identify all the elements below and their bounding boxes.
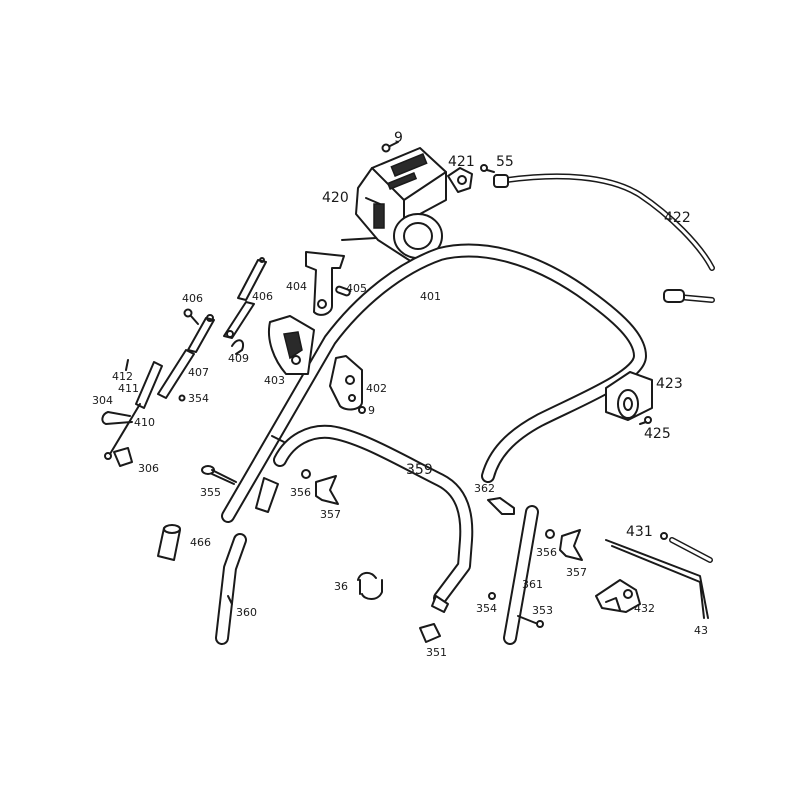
clip-421 [447,167,473,193]
label-431: 431 [626,524,653,540]
label-304: 304 [92,394,113,407]
label-360: 360 [236,606,257,619]
bracket-403 [268,315,315,375]
rod-410 [104,403,141,460]
label-422: 422 [664,210,691,226]
screw-9-mid [358,406,366,414]
bracket-432 [595,579,641,613]
label-405: 405 [346,282,367,295]
label-362: 362 [474,482,495,495]
label-43-partial: 43 [694,624,708,637]
label-406-b: 406 [252,290,273,303]
tube-361 [503,505,539,645]
tube-360 [215,533,247,645]
label-356-b: 356 [536,546,557,559]
label-432: 432 [634,602,655,615]
label-420: 420 [322,190,349,206]
label-357-a: 357 [320,508,341,521]
rod-431 [605,532,713,619]
label-353: 353 [532,604,553,617]
label-355: 355 [200,486,221,499]
screw-9-top [381,141,399,153]
washer-356-right [545,529,555,539]
sleeve-466 [157,524,181,561]
label-401: 401 [420,290,441,303]
control-box-420 [341,147,447,263]
upper-handle-401 [221,243,647,523]
lever-404 [305,251,345,316]
washer-55 [480,164,495,173]
knob-357-right [559,529,583,561]
screw-425 [639,416,652,425]
label-9-mid: 9 [368,404,375,417]
washer-356-left [301,469,311,479]
washer-354-right [488,592,496,600]
rod-406-upper [237,257,267,301]
label-359: 359 [406,462,433,478]
label-410: 410 [134,416,155,429]
rod-407 [157,314,215,399]
label-403: 403 [264,374,285,387]
pin-412 [125,359,129,371]
cap-351 [419,623,441,643]
label-409: 409 [228,352,249,365]
label-425: 425 [644,426,671,442]
label-412: 412 [112,370,133,383]
label-421: 421 [448,154,475,170]
label-36: 36 [334,580,348,593]
plate-402 [329,355,363,411]
label-411: 411 [118,382,139,395]
tube-insert [255,477,279,513]
screw-406 [183,308,199,325]
bolt-362 [487,497,515,515]
screw-353 [517,615,544,628]
label-402: 402 [366,382,387,395]
label-354-b: 354 [476,602,497,615]
washer-354-left [178,394,186,402]
grip-423 [605,371,653,421]
cable-422 [493,173,715,303]
pin-405 [335,285,351,297]
label-306: 306 [138,462,159,475]
label-407: 407 [188,366,209,379]
label-406-a: 406 [182,292,203,305]
label-423: 423 [656,376,683,392]
rod-411 [135,361,163,409]
label-351: 351 [426,646,447,659]
clip-409 [231,339,244,355]
clip-304 [101,411,133,425]
label-356-a: 356 [290,486,311,499]
label-9-top: 9 [394,130,403,146]
label-361: 361 [522,578,543,591]
bolt-355 [201,465,237,485]
label-55: 55 [496,154,514,170]
bushing-306 [113,447,133,467]
knob-357-left [315,475,339,505]
lower-handle-359 [273,424,474,613]
label-354-a: 354 [188,392,209,405]
label-357-b: 357 [566,566,587,579]
clip-36 [357,572,383,600]
label-466: 466 [190,536,211,549]
part-labels: 9 421 55 420 422 404 405 401 406 406 409… [92,130,708,659]
label-404: 404 [286,280,307,293]
rod-406-lower [223,301,255,339]
